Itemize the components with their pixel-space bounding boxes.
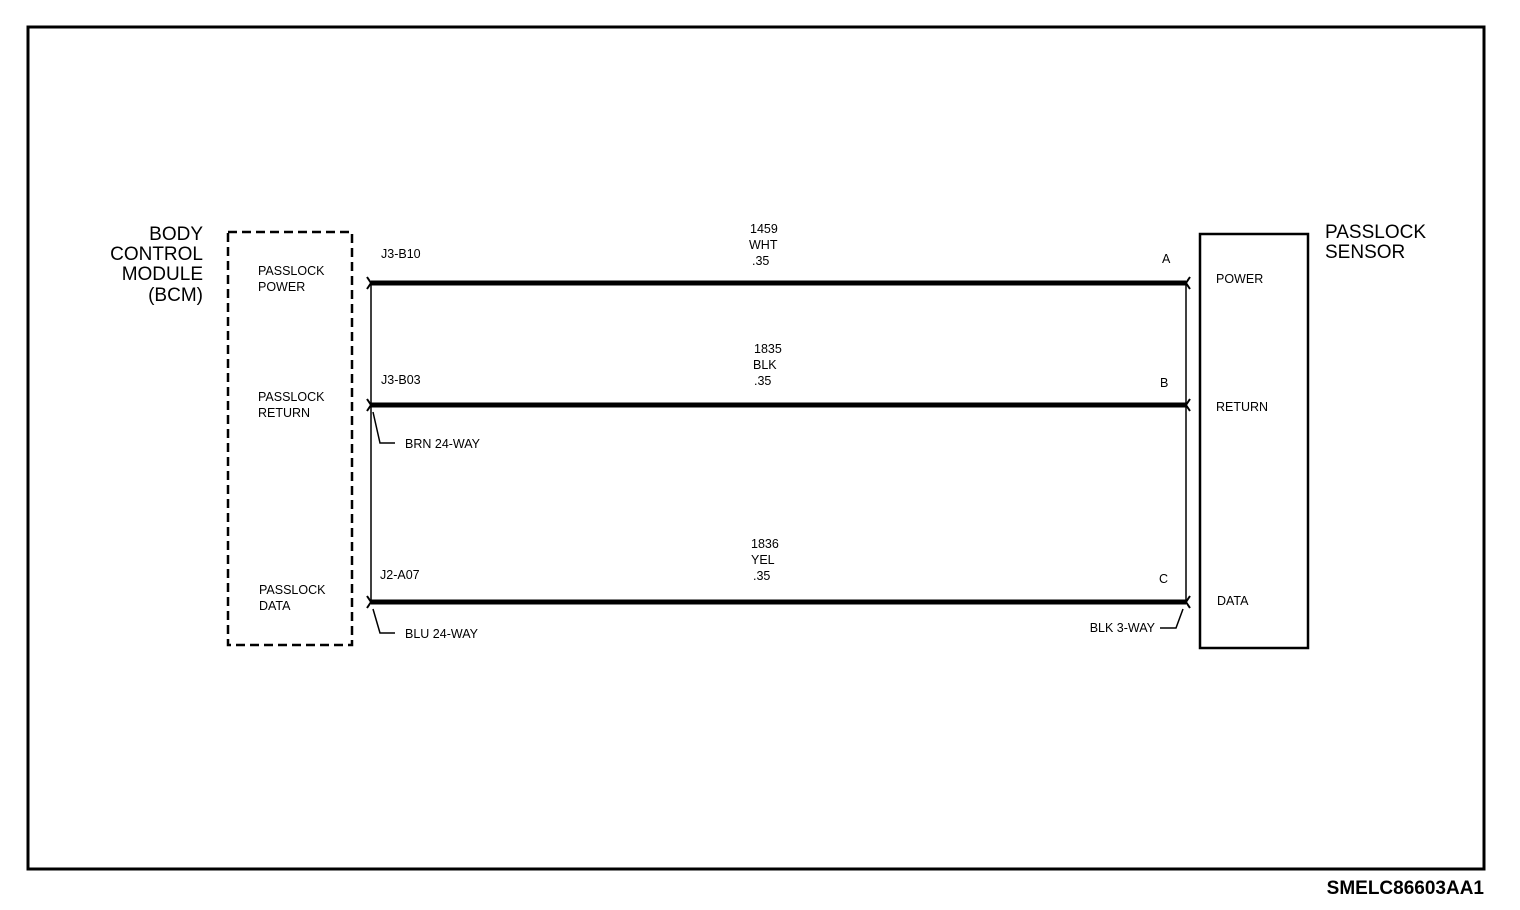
bcm-pin-return-line2: RETURN [258,406,310,420]
wire-return-gauge: .35 [754,374,771,388]
bcm-title-line: (BCM) [148,285,203,306]
bcm-title: BODY CONTROL MODULE (BCM) [110,224,203,306]
wire-return-bcm-terminal: J3-B03 [381,373,421,387]
figure-code: SMELC86603AA1 [1327,878,1485,899]
sensor-title-line: SENSOR [1325,242,1405,263]
wire-end-terminal [366,398,373,412]
sensor-pin-return: RETURN [1216,400,1268,414]
wire-data-gauge: .35 [753,569,770,583]
connector-label-brn: BRN 24-WAY [405,437,481,451]
wire-data-bcm-terminal: J2-A07 [380,568,420,582]
bcm-pin-return-line1: PASSLOCK [258,390,325,404]
wire-power-circuit: 1459 [750,222,778,236]
bcm-pin-data-line1: PASSLOCK [259,583,326,597]
bcm-title-line: BODY [149,224,203,245]
bcm-box [226,230,354,647]
wire-end-terminal [1184,276,1191,290]
sensor-title-line: PASSLOCK [1325,222,1426,243]
wire-power-color: WHT [749,238,778,252]
wire-end-terminal [1184,595,1191,609]
sensor-pin-power: POWER [1216,272,1263,286]
wire-data-circuit: 1836 [751,537,779,551]
wire-return-color: BLK [753,358,777,372]
bcm-pin-data-line2: DATA [259,599,291,613]
wire-end-terminal [366,276,373,290]
wire-data-color: YEL [751,553,775,567]
bcm-title-line: MODULE [122,264,203,285]
diagram-frame [26,25,1486,871]
wire-return-circuit: 1835 [754,342,782,356]
connector-label-blk: BLK 3-WAY [1090,621,1156,635]
connector-leader-blu [372,608,395,634]
sensor-pin-data: DATA [1217,594,1249,608]
wire-data-sensor-terminal: C [1159,572,1168,586]
bcm-pin-power-line2: POWER [258,280,305,294]
connector-leader-blk [1160,608,1184,629]
wire-end-terminal [1184,398,1191,412]
sensor-box [1198,232,1310,650]
connector-label-blu: BLU 24-WAY [405,627,479,641]
wire-power-gauge: .35 [752,254,769,268]
bcm-title-line: CONTROL [110,244,203,265]
wire-end-terminal [366,595,373,609]
wire-power-bcm-terminal: J3-B10 [381,247,421,261]
wire-return-sensor-terminal: B [1160,376,1168,390]
connector-leader-brn [372,411,395,444]
wire-power-sensor-terminal: A [1162,252,1171,266]
bcm-pin-power-line1: PASSLOCK [258,264,325,278]
